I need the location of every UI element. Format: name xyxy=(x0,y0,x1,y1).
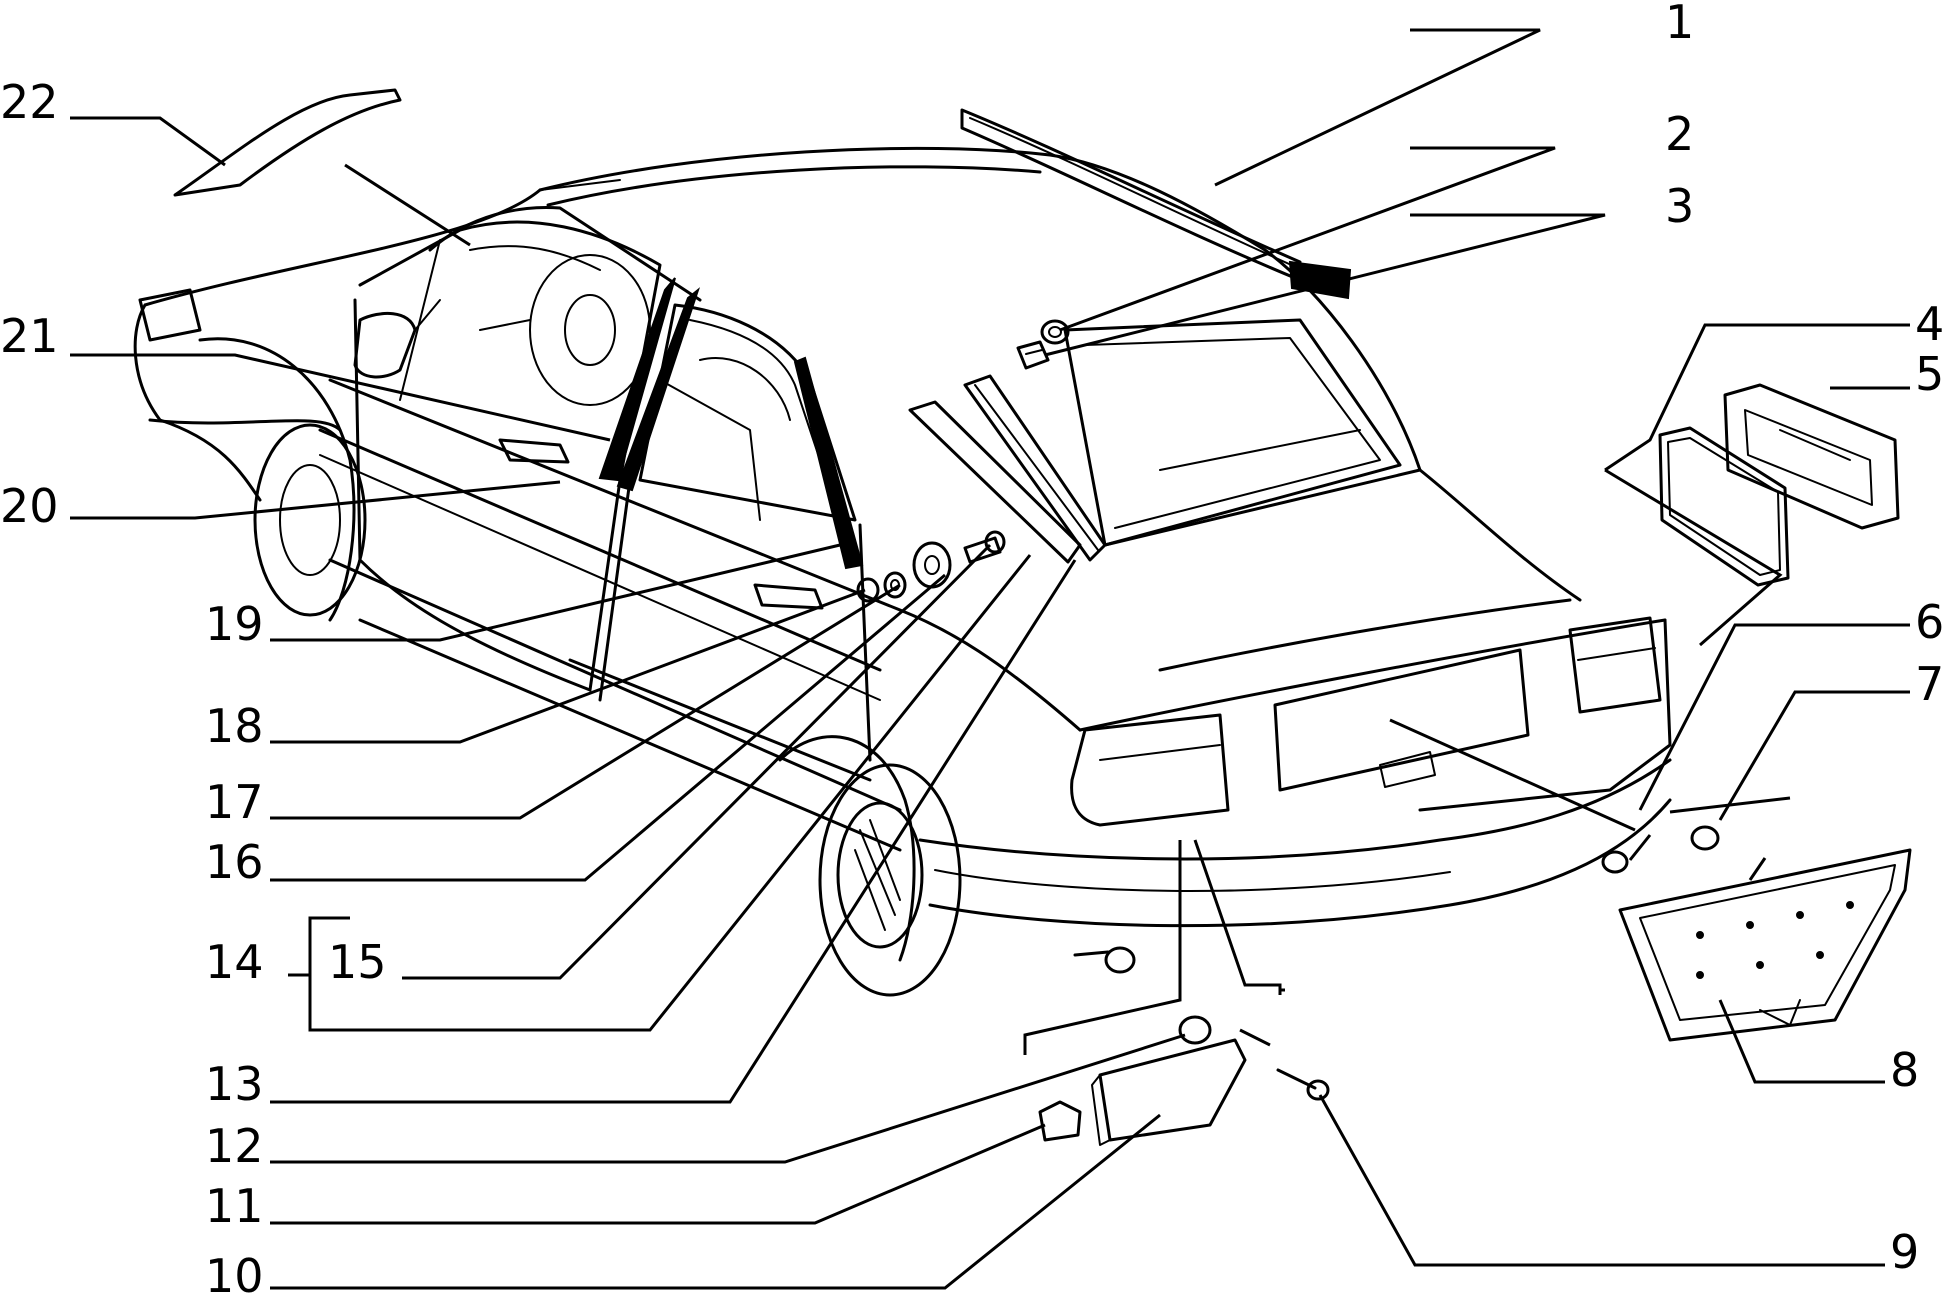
callout-22: 22 xyxy=(0,75,59,129)
fastener-part xyxy=(1016,340,1050,370)
screw-part-9 xyxy=(1276,1068,1330,1101)
grommet-part xyxy=(912,541,952,589)
callout-11: 11 xyxy=(205,1179,264,1233)
nut-part xyxy=(856,577,880,603)
callout-20: 20 xyxy=(0,479,59,533)
connector-part xyxy=(1038,1100,1082,1142)
clip-part xyxy=(1040,319,1070,345)
roof-moulding-part xyxy=(960,108,1352,300)
callout-21: 21 xyxy=(0,309,59,363)
callout-7: 7 xyxy=(1915,657,1944,711)
c-pillar-moulding-part xyxy=(908,374,1107,564)
callout-14: 14 xyxy=(205,935,264,989)
callout-2: 2 xyxy=(1665,107,1694,161)
bolt-part xyxy=(963,530,1006,564)
callout-8: 8 xyxy=(1890,1043,1919,1097)
callout-16: 16 xyxy=(205,835,264,889)
bulb-holder-part xyxy=(1178,1015,1212,1045)
callout-9: 9 xyxy=(1890,1225,1919,1279)
upper-moulding-part xyxy=(173,88,402,197)
callout-18: 18 xyxy=(205,699,264,753)
callout-12: 12 xyxy=(205,1119,264,1173)
car-body-illustration xyxy=(133,146,1672,997)
callout-1: 1 xyxy=(1665,0,1694,49)
callout-3: 3 xyxy=(1665,179,1694,233)
leader-lines xyxy=(70,28,1910,1290)
lamp-housing-part xyxy=(1723,383,1900,530)
callout-4: 4 xyxy=(1915,297,1944,351)
b-pillar-seal-part xyxy=(598,277,864,570)
callout-5: 5 xyxy=(1915,347,1944,401)
callout-15: 15 xyxy=(328,935,387,989)
callout-19: 19 xyxy=(205,597,264,651)
callout-6: 6 xyxy=(1915,595,1944,649)
callout-13: 13 xyxy=(205,1057,264,1111)
plate-light-housing-part xyxy=(1618,848,1912,1042)
screw-part-6 xyxy=(1601,850,1629,874)
side-lamp-part xyxy=(1091,1038,1247,1146)
callout-10: 10 xyxy=(205,1249,264,1294)
callout-17: 17 xyxy=(205,775,264,829)
nut-part-7 xyxy=(1690,825,1720,851)
gasket-part xyxy=(1658,426,1790,587)
